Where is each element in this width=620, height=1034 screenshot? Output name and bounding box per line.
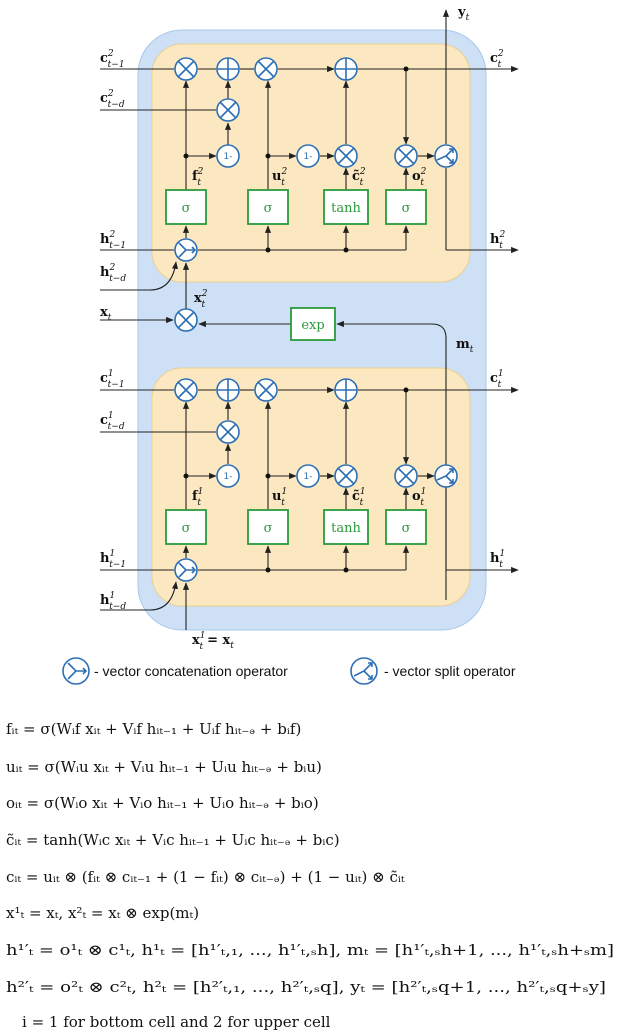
label-y-t: yt — [457, 5, 470, 23]
exp-gate: exp — [290, 307, 336, 341]
mult-op-x2 — [174, 308, 198, 332]
upper-wires — [100, 9, 519, 600]
legend: - vector concatenation operator - vector… — [62, 657, 516, 685]
equation-line: cᵢₜ = uᵢₜ ⊗ (fᵢₜ ⊗ cᵢₜ₋₁ + (1 − fᵢₜ) ⊗ c… — [6, 868, 405, 886]
split-op-lower-icon — [434, 464, 458, 488]
svg-text:σ: σ — [182, 201, 191, 216]
mult-op-ct1 — [334, 464, 358, 488]
add-op-c1-2 — [334, 378, 358, 402]
tanh-gate-2: tanh — [323, 189, 369, 225]
legend-concat-text: - vector concatenation operator — [94, 663, 288, 679]
svg-text:σ: σ — [182, 521, 191, 536]
add-op-c2-2 — [334, 57, 358, 81]
svg-text:exp: exp — [301, 318, 324, 333]
legend-split-text: - vector split operator — [384, 663, 516, 679]
mult-op-o1 — [394, 464, 418, 488]
sigma-gate-f2: σ — [165, 189, 207, 225]
one-minus-label: 1- — [224, 472, 233, 482]
one-minus-label: 1- — [224, 152, 233, 162]
mult-op-ct2 — [334, 144, 358, 168]
add-op-c2-1 — [216, 57, 240, 81]
sigma-gate-f1: σ — [165, 509, 207, 545]
mult-op-c1-d — [216, 420, 240, 444]
one-minus-f2: 1- — [216, 144, 240, 168]
mult-op-c1-f — [174, 378, 198, 402]
concat-op-lower-icon — [174, 558, 198, 582]
label-x-t: xt — [100, 305, 112, 323]
lower-wires — [100, 386, 519, 630]
svg-text:tanh: tanh — [331, 201, 361, 216]
split-op-upper-icon — [434, 144, 458, 168]
sigma-gate-u1: σ — [247, 509, 289, 545]
label-m-t: mt — [456, 337, 474, 355]
svg-text:σ: σ — [264, 201, 273, 216]
mult-op-o2 — [394, 144, 418, 168]
add-op-c1-1 — [216, 378, 240, 402]
equation-line: i = 1 for bottom cell and 2 for upper ce… — [22, 1013, 331, 1031]
equation-line: h²′ₜ = o²ₜ ⊗ c²ₜ, h²ₜ = [h²′ₜ,₁, ..., h²… — [6, 978, 606, 996]
svg-text:tanh: tanh — [331, 521, 361, 536]
sigma-gate-o1: σ — [385, 509, 427, 545]
svg-text:σ: σ — [402, 201, 411, 216]
one-minus-label: 1- — [304, 472, 313, 482]
one-minus-u2: 1- — [296, 144, 320, 168]
svg-text:σ: σ — [264, 521, 273, 536]
mult-op-c2-u — [254, 57, 278, 81]
mult-op-c1-u — [254, 378, 278, 402]
one-minus-u1: 1- — [296, 464, 320, 488]
mult-op-c2-f — [174, 57, 198, 81]
sigma-gate-u2: σ — [247, 189, 289, 225]
mult-op-c2-d — [216, 98, 240, 122]
concat-op-upper-icon — [174, 238, 198, 262]
sigma-gate-o2: σ — [385, 189, 427, 225]
legend-concat-icon — [62, 657, 90, 685]
svg-text:σ: σ — [402, 521, 411, 536]
junction-dots — [183, 66, 409, 573]
equation-line: c̃ᵢₜ = tanh(Wᵢc xᵢₜ + Vᵢc hᵢₜ₋₁ + Uᵢc hᵢ… — [6, 831, 340, 849]
equation-line: x¹ₜ = xₜ, x²ₜ = xₜ ⊗ exp(mₜ) — [6, 904, 199, 922]
equation-line: h¹′ₜ = o¹ₜ ⊗ c¹ₜ, h¹ₜ = [h¹′ₜ,₁, ..., h¹… — [6, 941, 614, 959]
equation-line: fᵢₜ = σ(Wᵢf xᵢₜ + Vᵢf hᵢₜ₋₁ + Uᵢf hᵢₜ₋ₔ … — [6, 720, 301, 738]
equation-line: oᵢₜ = σ(Wᵢo xᵢₜ + Vᵢo hᵢₜ₋₁ + Uᵢo hᵢₜ₋ₔ … — [6, 794, 319, 812]
equation-line: uᵢₜ = σ(Wᵢu xᵢₜ + Vᵢu hᵢₜ₋₁ + Uᵢu hᵢₜ₋ₔ … — [6, 758, 322, 776]
equations: fᵢₜ = σ(Wᵢf xᵢₜ + Vᵢf hᵢₜ₋₁ + Uᵢf hᵢₜ₋ₔ … — [6, 720, 614, 1031]
one-minus-label: 1- — [304, 152, 313, 162]
one-minus-f1: 1- — [216, 464, 240, 488]
legend-split-icon — [350, 657, 378, 685]
tanh-gate-1: tanh — [323, 509, 369, 545]
